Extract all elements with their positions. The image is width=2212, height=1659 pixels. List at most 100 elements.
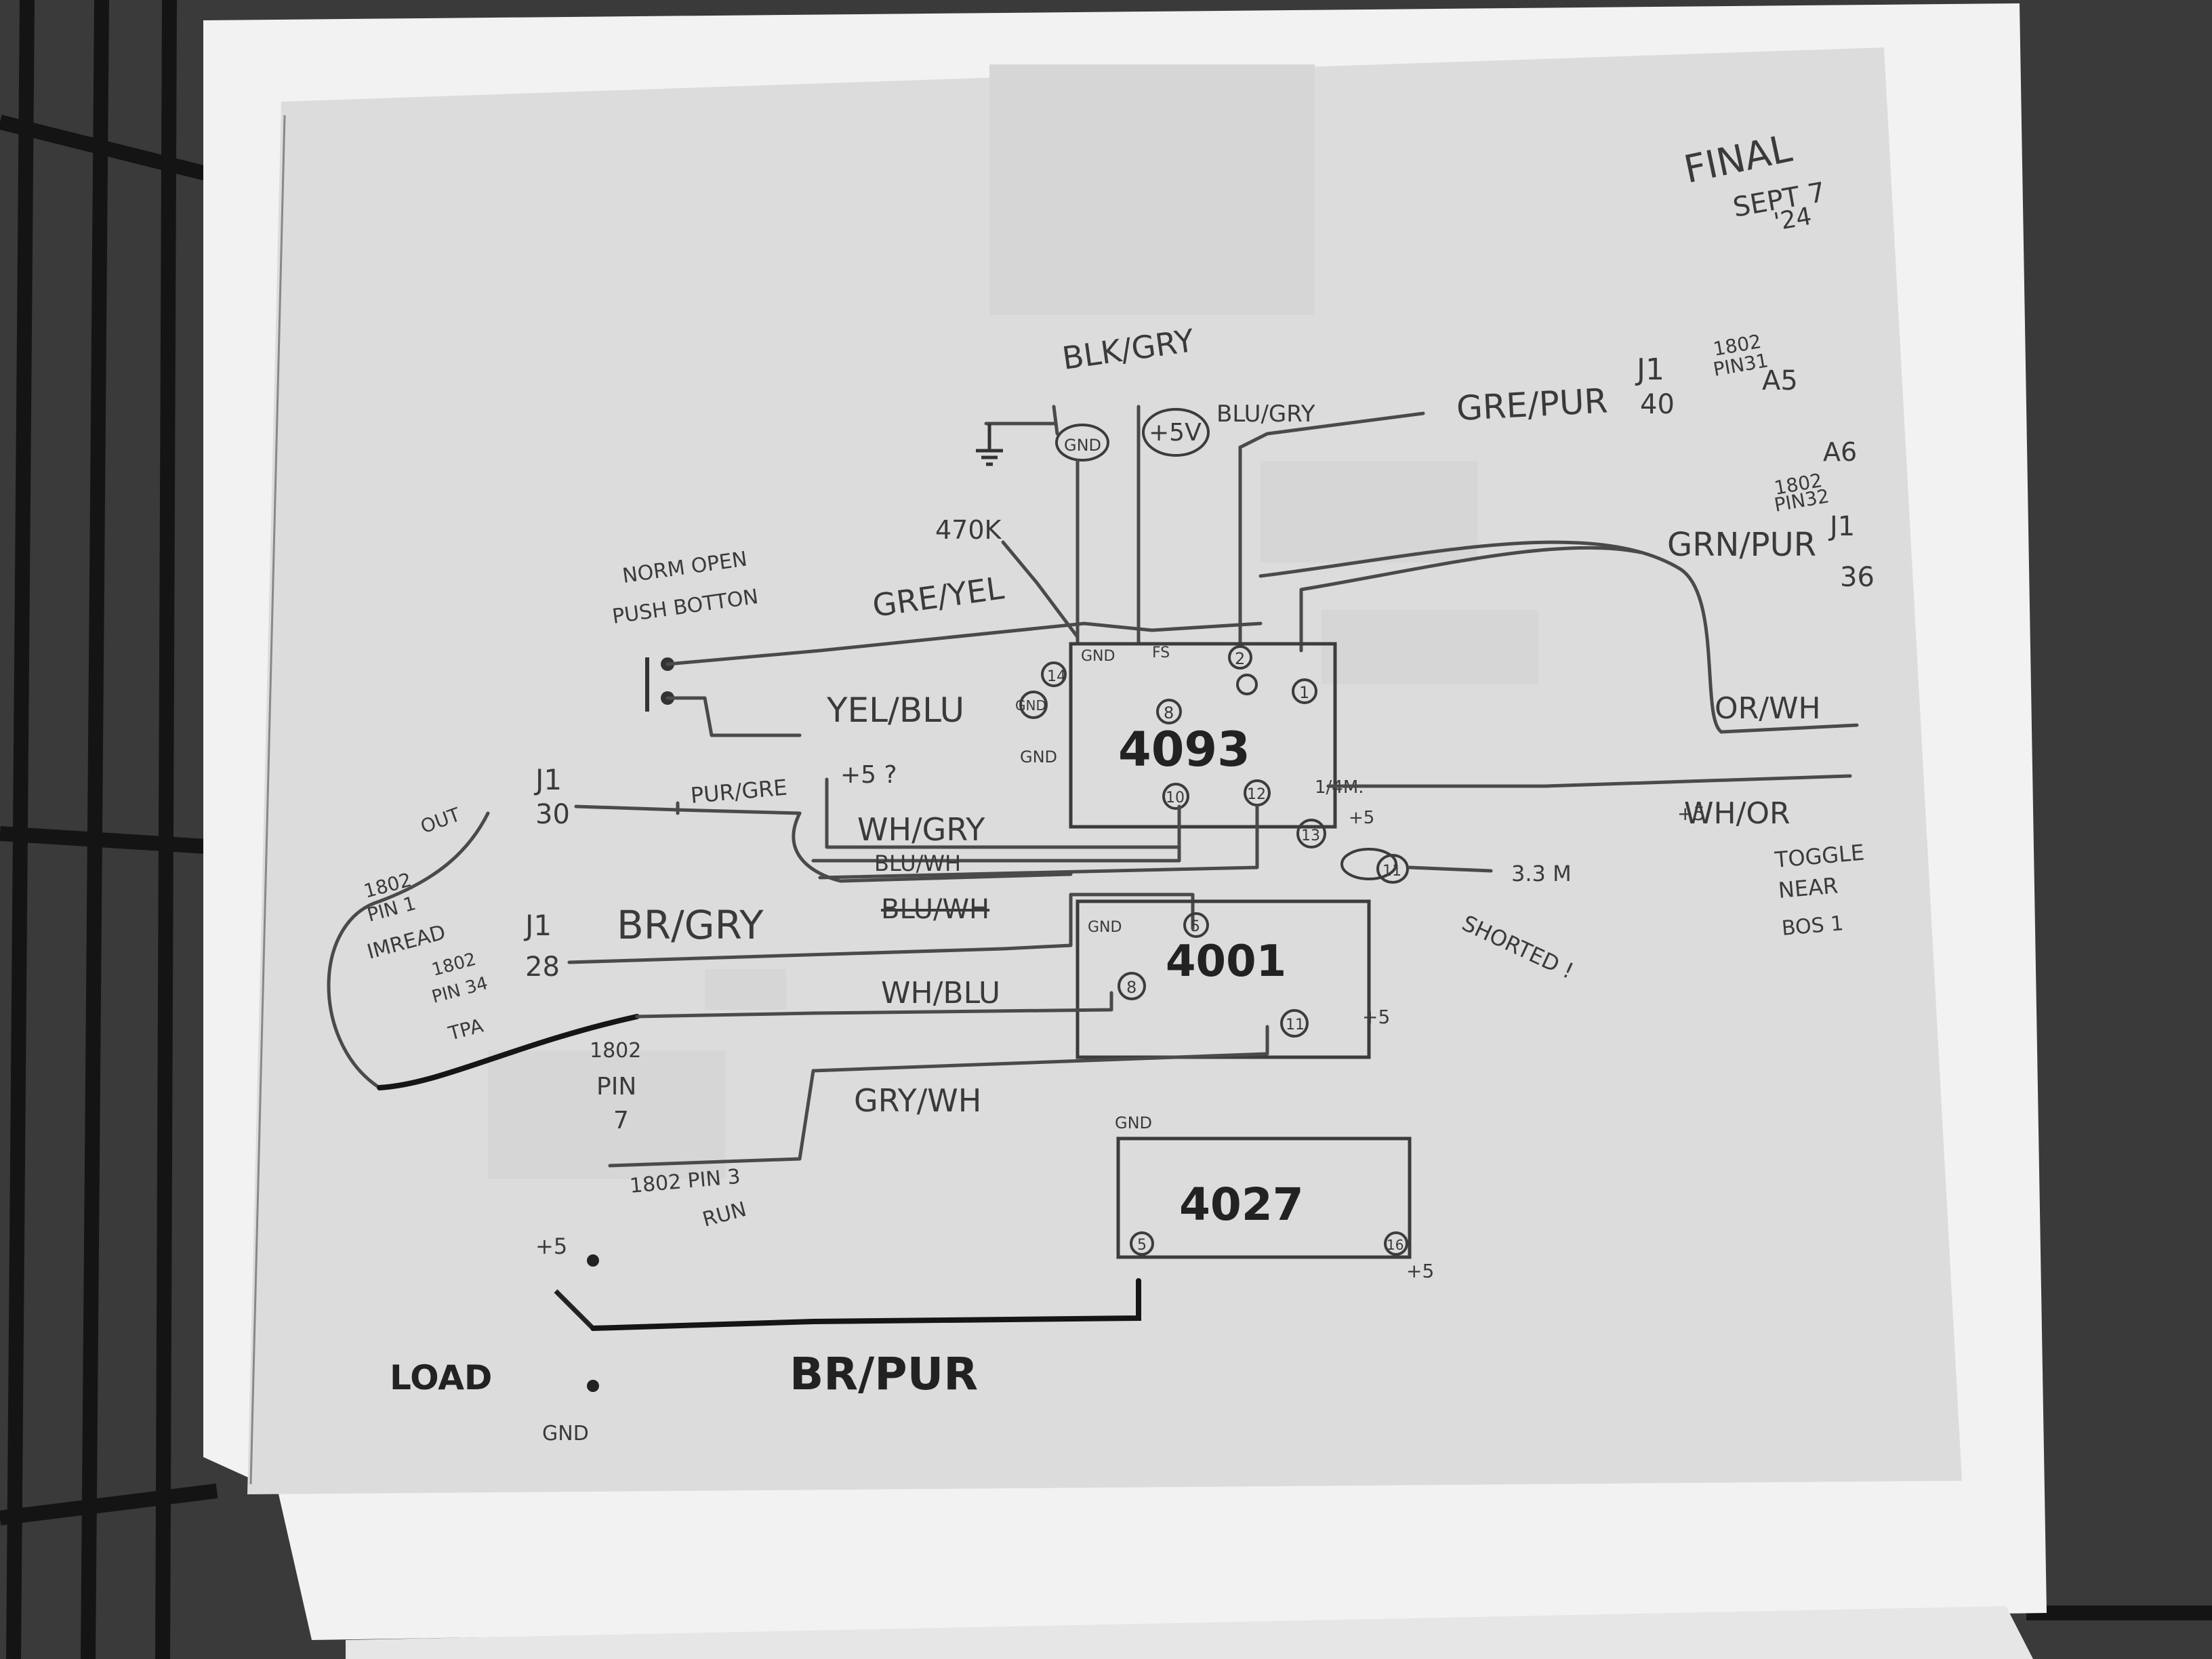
wire-label-blu-gry: BLU/GRY: [1216, 401, 1315, 428]
pin-circle: [1280, 1009, 1309, 1038]
chip-outline: [1076, 899, 1371, 1059]
switch-contact: [587, 1254, 599, 1267]
label-unknown-pin: +5 ?: [840, 761, 897, 789]
wire-label-wh-gry: WH/GRY: [857, 811, 985, 848]
address-a5: A5: [1762, 365, 1798, 396]
pin-circle: [1162, 783, 1189, 810]
redaction-block: [705, 969, 786, 1010]
j1-pin-28: 28: [525, 951, 560, 983]
wire-wh-or: [1326, 774, 1852, 788]
wire-gry-wh: [608, 1069, 815, 1168]
j1-label: J1: [1828, 511, 1855, 542]
toggle-label: BOS 1: [1781, 912, 1845, 941]
cpu-pin-ref: 1802: [590, 1039, 641, 1063]
chip-label-4001: 4001: [1166, 937, 1286, 987]
pin-circle: [1296, 819, 1326, 848]
j1-pin-30: 30: [535, 799, 570, 830]
pin-circle: [1019, 691, 1048, 719]
copy-edge-line: [249, 115, 286, 1485]
label-3-3m: 3.3 M: [1511, 861, 1572, 886]
note-year: '24: [1771, 203, 1814, 237]
label-fs: FS: [1152, 644, 1170, 661]
wire-or-wh: [1258, 540, 1859, 734]
wire: [792, 811, 1073, 883]
wire-wh-blu: [635, 991, 1113, 1019]
chip-label-4093: 4093: [1118, 722, 1250, 777]
pin-circle: [1292, 678, 1317, 704]
j1-pin-36: 36: [1840, 562, 1875, 593]
chip-label-4027: 4027: [1179, 1179, 1304, 1231]
pin-circle: [1183, 912, 1209, 938]
label-gnd: GND: [1088, 919, 1122, 936]
pin-number: 11: [1286, 1017, 1305, 1033]
j1-label: J1: [533, 763, 562, 796]
pin-number: 16: [1387, 1237, 1404, 1253]
redaction-block: [989, 64, 1315, 315]
load-switch: +5 LOAD BR/PUR GND: [390, 1233, 1141, 1446]
pin-number: 5: [1191, 918, 1200, 935]
wire: [1001, 540, 1080, 639]
wire: [327, 811, 490, 1090]
pin-number: 14: [1047, 668, 1066, 685]
wire: [665, 649, 822, 737]
chip-outline: [1116, 1136, 1412, 1259]
cpu-pin-ref: PIN: [596, 1073, 636, 1101]
wire-label-or-wh: OR/WH: [1715, 691, 1821, 726]
wire-pur-gre: [574, 801, 802, 815]
wire-label-br-gry: BR/GRY: [617, 902, 764, 948]
chip-4001: 4001 5 8 11 +5 GND WH/BLU GRY/WH: [608, 899, 1390, 1168]
label-gnd: GND: [1020, 747, 1057, 766]
pin-number: 12: [1247, 786, 1266, 803]
paper-sheet-under: [346, 1606, 2033, 1659]
ground-icon: [976, 424, 1003, 466]
wire-label-wh-or: WH/OR: [1684, 796, 1790, 831]
cpu-pin-ref: 7: [613, 1107, 629, 1134]
wire: [1408, 865, 1493, 873]
label-load: LOAD: [390, 1358, 492, 1397]
label-gnd: GND: [1081, 648, 1115, 665]
pin-circle: [1228, 645, 1252, 670]
pin-circle: [1142, 408, 1210, 457]
label-gnd: GND: [542, 1422, 589, 1446]
chip-4093: 4093 14 GND 8 2 1 10 12 13 GND FS GND: [1015, 642, 1337, 848]
pin-circle: [1376, 854, 1409, 884]
wire-label-grn-pur: GRN/PUR: [1667, 526, 1816, 564]
label-plus5: +5: [535, 1233, 567, 1259]
label-gnd: GND: [1115, 1113, 1152, 1132]
chip-4027: 4027 GND 5 16 +5: [1115, 1113, 1434, 1282]
wire-label-yel-blu: YEL/BLU: [826, 691, 964, 730]
pin-circle: [1156, 699, 1182, 724]
wire-to-gre-pur: [1238, 411, 1425, 449]
wire-label-blu-wh-struck: BLU/WH: [881, 894, 989, 925]
address-a6: A6: [1823, 437, 1857, 467]
wire: [811, 1025, 1269, 1073]
wire: [1299, 546, 1642, 653]
redaction-block: [1261, 461, 1477, 562]
connector-j1-36: A6 1802 PIN32 J1 36 GRN/PUR: [1258, 437, 1875, 734]
label-plus5v: +5V: [1149, 419, 1202, 447]
wire: [811, 777, 1181, 863]
pin-circle: [1118, 972, 1146, 1000]
label-plus5: +5: [1406, 1260, 1434, 1282]
redaction-block: [1322, 610, 1538, 684]
wire-label-blu-wh: BLU/WH: [874, 851, 961, 876]
pin-number: GND: [1015, 697, 1046, 714]
wire: [818, 804, 1259, 880]
pin-circle: [1130, 1231, 1154, 1256]
j1-label: J1: [523, 909, 552, 942]
pin-number: 8: [1164, 703, 1174, 722]
pin-circle: [1055, 424, 1109, 462]
switch-lever: [554, 1289, 595, 1330]
resistor-470k: 470K: [935, 515, 1002, 545]
pin-circle: [1041, 661, 1067, 687]
pin-circle: [1384, 1231, 1408, 1256]
wire: [984, 405, 1059, 436]
j1-label: J1: [1635, 352, 1664, 387]
wire-label-br-pur: BR/PUR: [790, 1348, 978, 1400]
pin-number: 5: [1137, 1237, 1147, 1254]
pin-number: 2: [1235, 649, 1245, 668]
wire-heavy: [377, 1014, 640, 1090]
label-plus5: +5: [1677, 802, 1705, 825]
